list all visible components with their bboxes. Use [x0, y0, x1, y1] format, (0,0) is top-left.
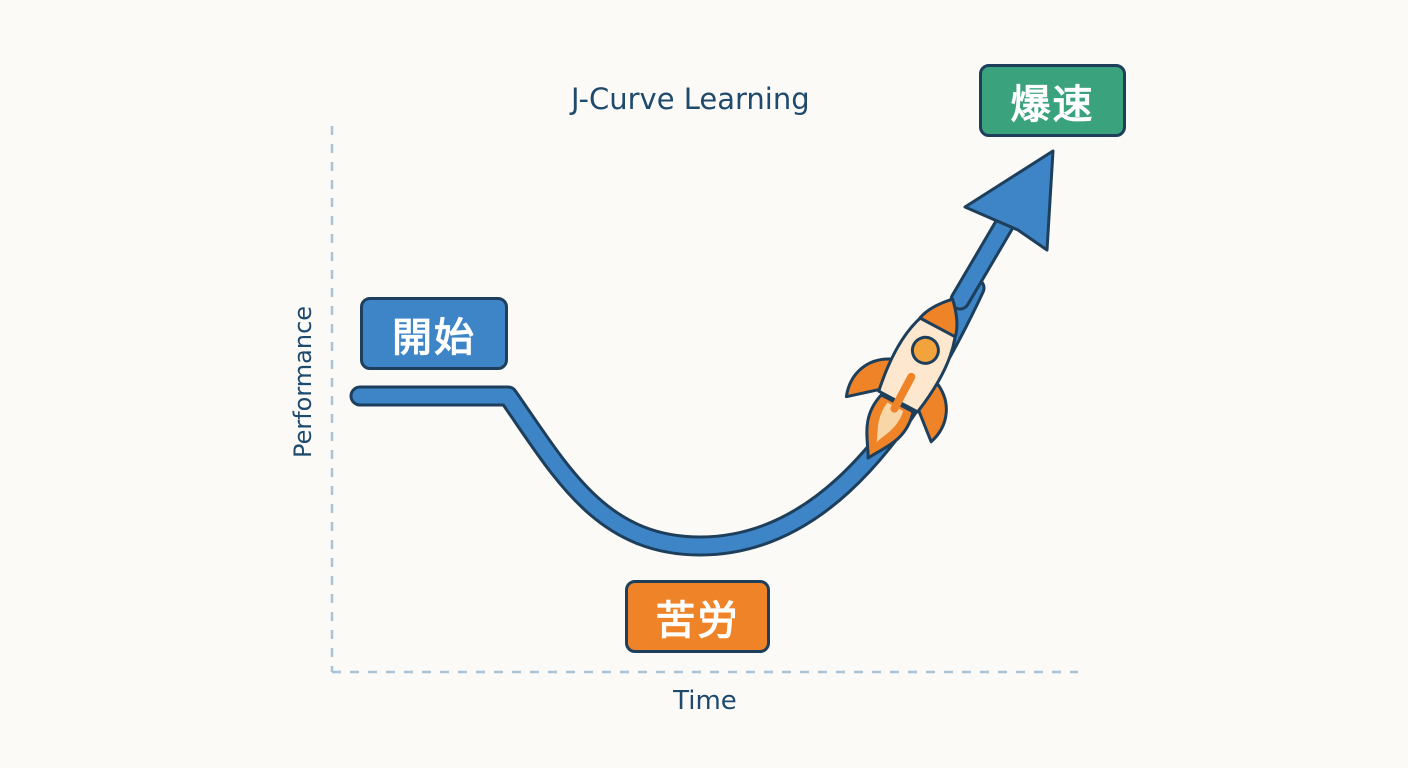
- stage-start-label: 開始: [360, 297, 508, 370]
- arrowhead-icon: [949, 149, 1055, 311]
- stage-boost-label: 爆速: [979, 64, 1126, 137]
- y-axis-label: Performance: [289, 305, 317, 459]
- rocket-icon: [844, 297, 959, 460]
- x-axis-label: Time: [673, 686, 737, 716]
- diagram-title: J-Curve Learning: [571, 82, 810, 116]
- stage-struggle-label: 苦労: [625, 580, 770, 653]
